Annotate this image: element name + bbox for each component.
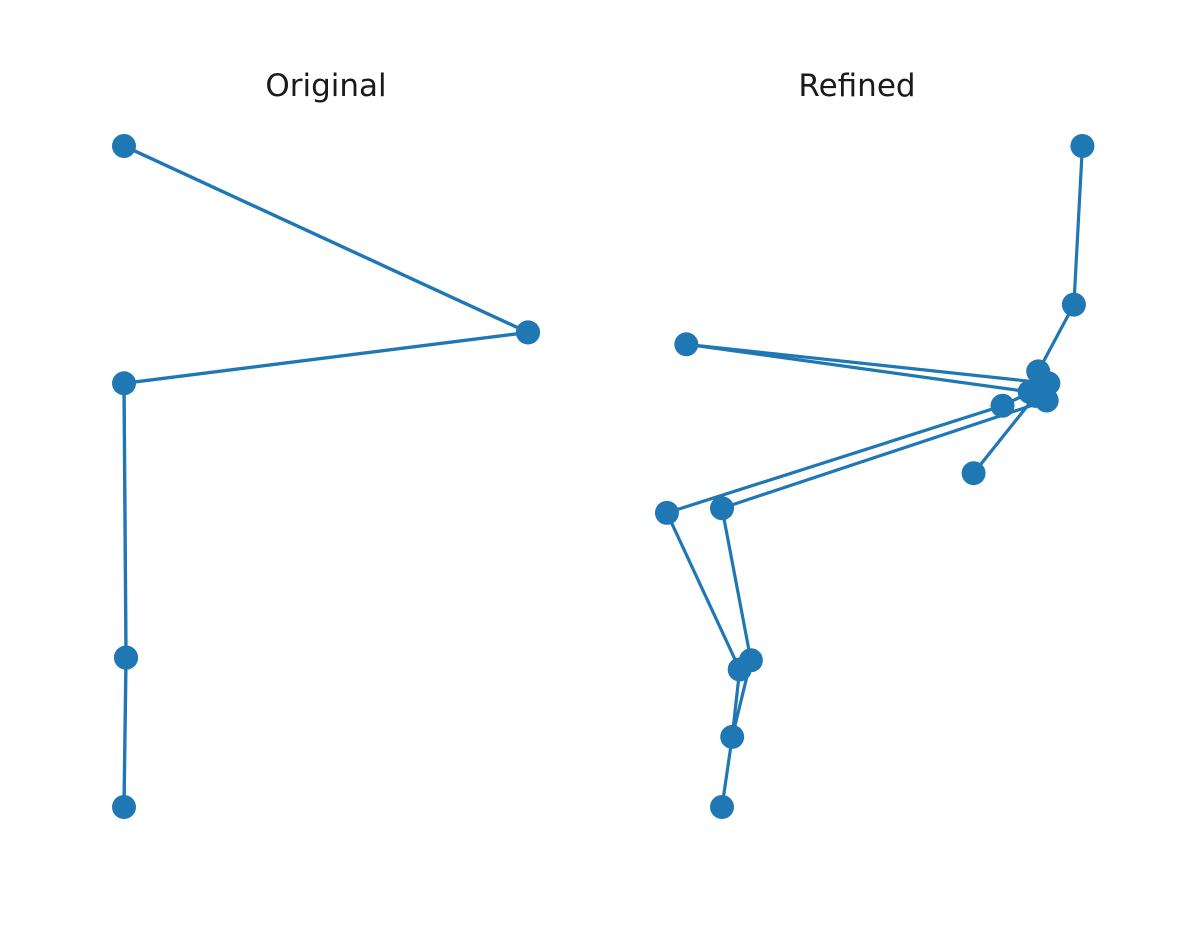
refined-nodes bbox=[654, 134, 1095, 819]
original-panel: Original bbox=[112, 68, 540, 819]
edge-5 bbox=[122, 655, 128, 809]
edge-11 bbox=[971, 394, 1038, 475]
original-edges bbox=[122, 144, 530, 809]
node-14 bbox=[1061, 292, 1086, 317]
node-6 bbox=[112, 795, 136, 819]
node-3 bbox=[112, 371, 136, 396]
edge-3 bbox=[665, 511, 742, 672]
node-6 bbox=[990, 393, 1015, 418]
refined-title: Refined bbox=[798, 68, 915, 104]
edge-3 bbox=[122, 381, 128, 660]
node-0 bbox=[112, 134, 136, 158]
refined-edges bbox=[665, 144, 1085, 809]
node-11 bbox=[961, 461, 986, 486]
edge-0 bbox=[122, 144, 530, 335]
node-15 bbox=[1070, 134, 1095, 158]
edge-5 bbox=[665, 404, 1005, 515]
node-0 bbox=[710, 795, 734, 819]
node-13 bbox=[1026, 359, 1051, 384]
node-4 bbox=[654, 500, 679, 525]
node-3 bbox=[738, 648, 763, 673]
original-nodes bbox=[112, 134, 540, 819]
edge-13 bbox=[1036, 303, 1076, 374]
edge-6 bbox=[720, 398, 1049, 510]
edge-9 bbox=[684, 342, 1051, 385]
edge-4 bbox=[720, 506, 753, 662]
original-title: Original bbox=[265, 68, 386, 104]
edge-10 bbox=[684, 342, 1032, 394]
edge-2 bbox=[122, 330, 530, 385]
node-5 bbox=[710, 496, 734, 521]
node-5 bbox=[114, 645, 139, 670]
refined-panel: Refined bbox=[654, 68, 1095, 819]
node-1 bbox=[720, 724, 745, 749]
node-2 bbox=[516, 320, 540, 345]
node-12 bbox=[1017, 379, 1042, 404]
node-10 bbox=[674, 332, 699, 357]
edge-14 bbox=[1072, 144, 1085, 307]
